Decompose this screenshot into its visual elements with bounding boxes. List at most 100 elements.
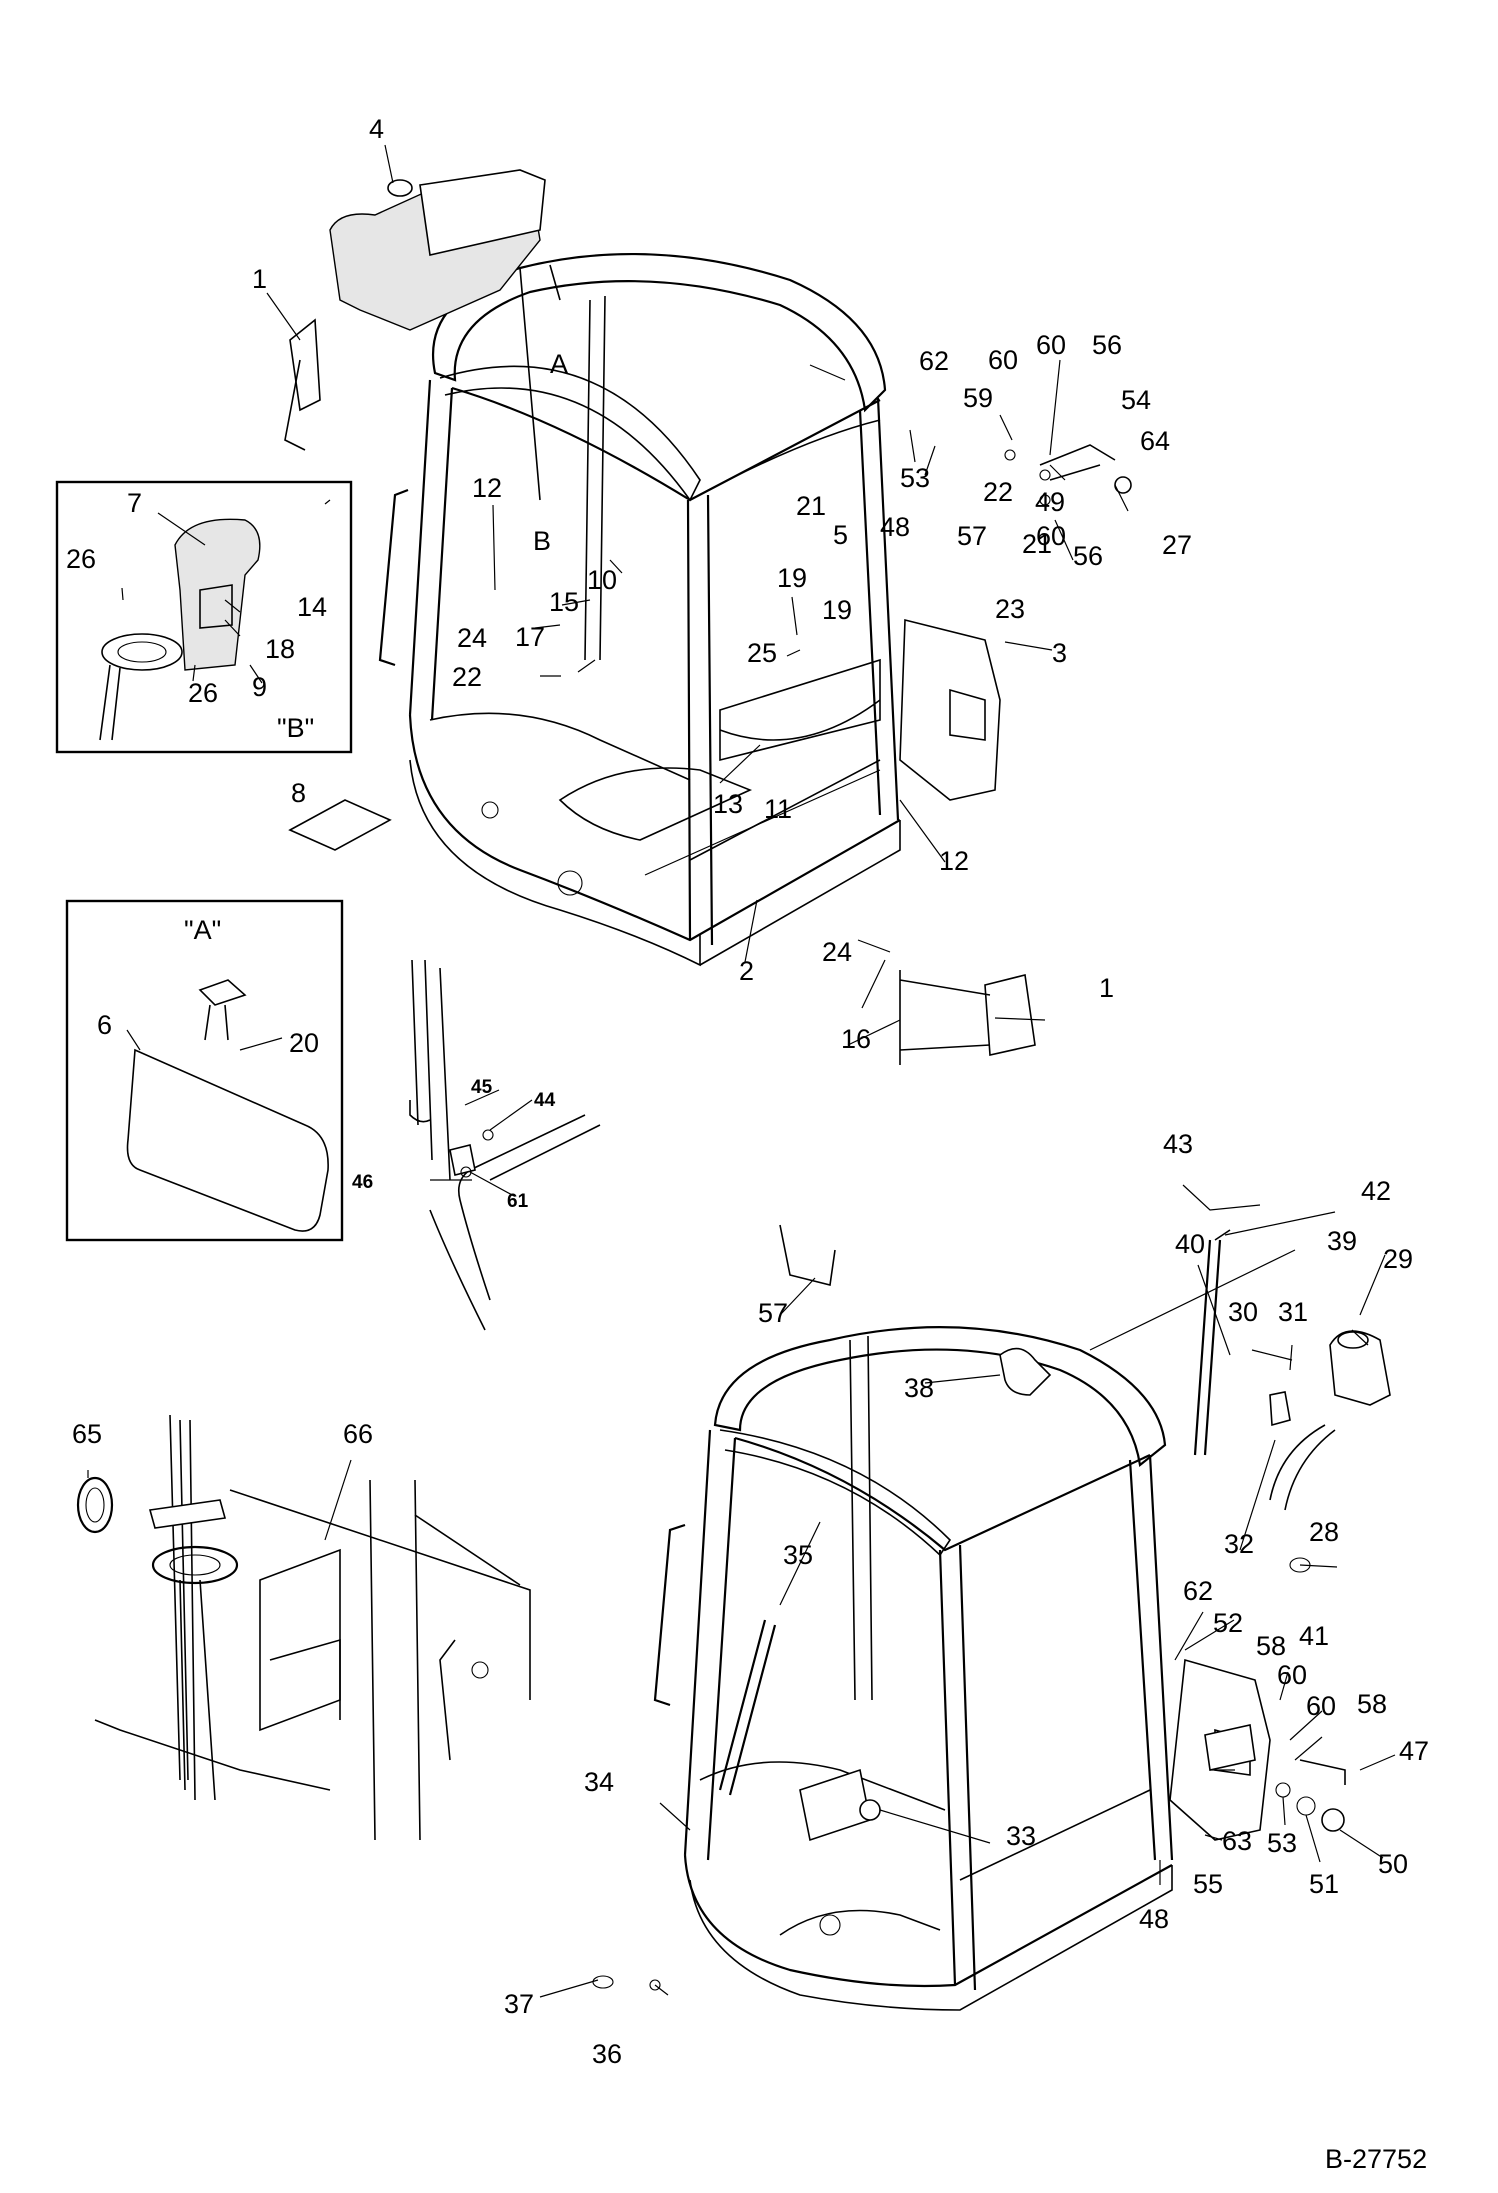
callout: 5 (833, 520, 848, 550)
callout: 57 (957, 521, 987, 551)
callout: 28 (1309, 1517, 1339, 1547)
callout: 1 (252, 264, 267, 294)
callout: 33 (1006, 1821, 1036, 1851)
callout: 22 (983, 477, 1013, 507)
callout: 25 (747, 638, 777, 668)
callout: 62 (919, 346, 949, 376)
callout: 65 (72, 1419, 102, 1449)
callout: 21 (1022, 529, 1052, 559)
callout: 56 (1073, 541, 1103, 571)
detail-a-view: "A" (65, 899, 344, 1242)
callout: 15 (549, 587, 579, 617)
callout: 44 (534, 1090, 556, 1111)
callout: 9 (252, 672, 267, 702)
callouts-detail-b: 7 26 26 14 18 9 (66, 488, 327, 708)
callout: 55 (1193, 1869, 1223, 1899)
callout: 56 (1092, 330, 1122, 360)
callout: 21 (796, 491, 826, 521)
callout: 31 (1278, 1297, 1308, 1327)
callout: 12 (472, 473, 502, 503)
view-marker-b: B (533, 526, 551, 556)
upper-cab-frame: A B (284, 169, 1132, 1065)
callout: 30 (1228, 1297, 1258, 1327)
callout: 24 (822, 937, 852, 967)
callout: 12 (939, 846, 969, 876)
callout: 35 (783, 1540, 813, 1570)
callout: 49 (1035, 487, 1065, 517)
callout: 23 (995, 594, 1025, 624)
callout: 58 (1256, 1631, 1286, 1661)
detail-b-view: "B" (55, 480, 353, 754)
callout: 60 (988, 345, 1018, 375)
callout: 19 (822, 595, 852, 625)
callouts-upper: 4 1 62 60 60 56 59 54 64 53 22 12 21 5 4… (252, 114, 1192, 1054)
callout: 59 (963, 383, 993, 413)
callout: 1 (1099, 973, 1114, 1003)
callout: 39 (1327, 1226, 1357, 1256)
callout: 53 (900, 463, 930, 493)
callout: 41 (1299, 1621, 1329, 1651)
mirror-bracket-detail (409, 959, 601, 1331)
callouts-detail-a: 6 20 (97, 1010, 319, 1058)
callouts-hose-detail: 65 66 (72, 1419, 373, 1449)
callout: 26 (66, 544, 96, 574)
callout: 60 (1036, 330, 1066, 360)
callout: 34 (584, 1767, 614, 1797)
callout: 19 (777, 563, 807, 593)
callouts-lower: 43 42 39 40 29 57 30 31 38 28 32 35 41 6… (504, 1129, 1429, 2069)
leader-lines (87, 144, 1396, 1998)
callout: 37 (504, 1989, 534, 2019)
callout: 62 (1183, 1576, 1213, 1606)
callout: 53 (1267, 1828, 1297, 1858)
callout: 50 (1378, 1849, 1408, 1879)
callout: 63 (1222, 1826, 1252, 1856)
callout: 22 (452, 662, 482, 692)
callout: 64 (1140, 426, 1170, 456)
callout: 60 (1036, 521, 1066, 551)
hose-routing-detail (76, 1414, 531, 1841)
callout: 24 (457, 623, 487, 653)
callout: 54 (1121, 385, 1151, 415)
callout: 43 (1163, 1129, 1193, 1159)
callout: 60 (1306, 1691, 1336, 1721)
view-marker-a: A (550, 349, 568, 379)
callout: 4 (369, 114, 384, 144)
callout: 8 (291, 778, 306, 808)
callout: 2 (739, 956, 754, 986)
callout: 66 (343, 1419, 373, 1449)
detail-b-caption: "B" (277, 713, 314, 743)
callout: 11 (764, 794, 792, 824)
callout: 7 (127, 488, 142, 518)
callout: 51 (1309, 1869, 1339, 1899)
callout: 36 (592, 2039, 622, 2069)
callout: 14 (297, 592, 327, 622)
callout: 17 (515, 622, 545, 652)
callout: 61 (507, 1191, 529, 1212)
detail-a-caption: "A" (184, 915, 221, 945)
callout: 46 (352, 1172, 373, 1193)
document-number: B-27752 (1325, 2144, 1427, 2174)
callout: 16 (841, 1024, 871, 1054)
callout: 47 (1399, 1736, 1429, 1766)
callout: 10 (587, 565, 617, 595)
callout: 32 (1224, 1529, 1254, 1559)
callout: 58 (1357, 1689, 1387, 1719)
callout: 42 (1361, 1176, 1391, 1206)
callout: 52 (1213, 1608, 1243, 1638)
callout: 40 (1175, 1229, 1205, 1259)
callout: 3 (1052, 638, 1067, 668)
callout: 38 (904, 1373, 934, 1403)
callout: 13 (713, 789, 743, 819)
callout: 57 (758, 1298, 788, 1328)
callout: 45 (471, 1077, 493, 1098)
callouts-mirror-detail: 45 44 46 61 (352, 1077, 556, 1212)
callout: 18 (265, 634, 295, 664)
callout: 60 (1277, 1660, 1307, 1690)
callout: 26 (188, 678, 218, 708)
callout: 6 (97, 1010, 112, 1040)
lower-cab-frame (592, 1224, 1391, 2011)
callout: 48 (1139, 1904, 1169, 1934)
callout: 29 (1383, 1244, 1413, 1274)
callout: 20 (289, 1028, 319, 1058)
